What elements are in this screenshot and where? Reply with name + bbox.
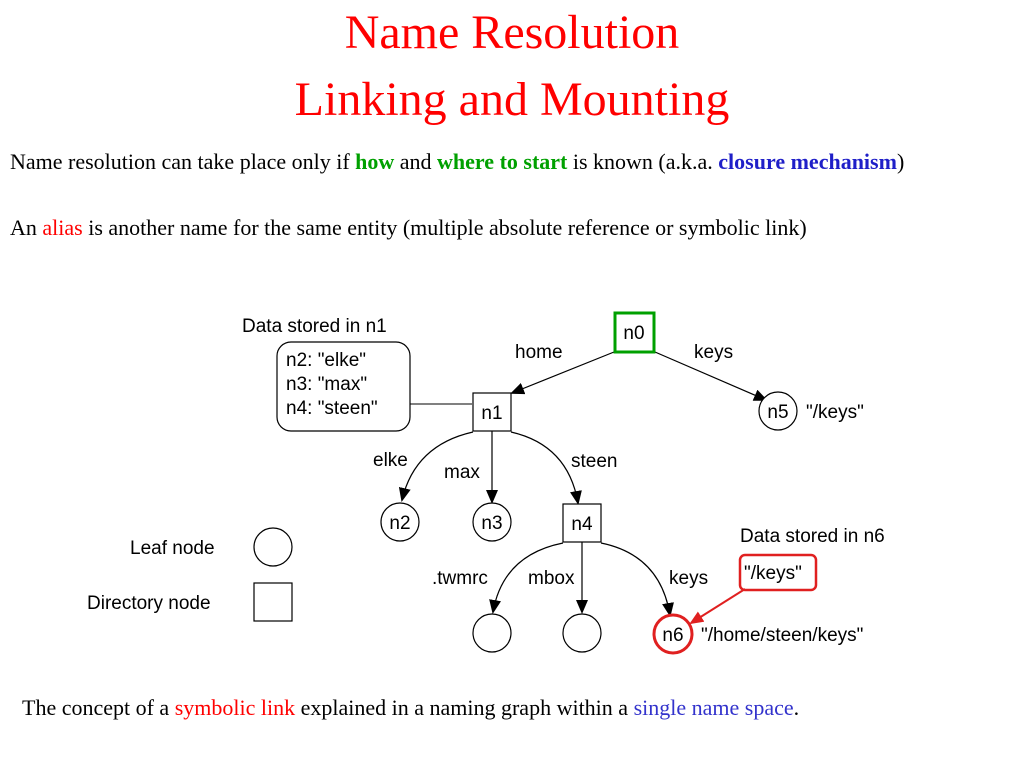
n1-data-title: Data stored in n1 (242, 316, 387, 337)
n1-data-line-3: n4: "steen" (286, 398, 378, 419)
p1-text-4: ) (896, 149, 905, 174)
keyword-single-name-space: single name space (633, 695, 794, 720)
symlink-arrow (689, 588, 746, 625)
p1-text-3: is known (a.k.a. (567, 149, 719, 174)
label-home: home (515, 342, 563, 363)
label-twmrc: .twmrc (432, 568, 488, 589)
node-n0-label: n0 (623, 323, 644, 344)
caption-text-2: explained in a naming graph within a (295, 695, 634, 720)
label-elke: elke (373, 450, 408, 471)
label-keys-bottom: keys (669, 568, 708, 589)
p2-text-2: is another name for the same entity (mul… (82, 215, 807, 240)
edge-keys-bottom (600, 542, 674, 617)
label-keys-top: keys (694, 342, 733, 363)
legend-directory-label: Directory node (87, 593, 211, 614)
legend-directory-box (253, 582, 293, 622)
label-mbox: mbox (528, 568, 575, 589)
keyword-how: how (355, 149, 395, 174)
label-steen: steen (571, 451, 617, 472)
edge-keys-top (654, 351, 768, 401)
n6-data-title: Data stored in n6 (740, 526, 885, 547)
legend-leaf-label: Leaf node (130, 538, 215, 559)
node-n4-label: n4 (571, 514, 593, 535)
paragraph-alias: An alias is another name for the same en… (10, 212, 1020, 244)
node-n5-circle (758, 391, 798, 431)
edge-twmrc (489, 542, 564, 614)
node-n1-box (472, 392, 512, 432)
keyword-symbolic-link: symbolic link (174, 695, 296, 720)
node-n2-circle (380, 502, 420, 542)
keyword-closure-mechanism: closure mechanism (718, 149, 897, 174)
node-n3-circle (472, 502, 512, 542)
title-line-1: Name Resolution (344, 6, 680, 59)
legend-leaf-circle (253, 527, 293, 567)
edge-elke (398, 431, 474, 502)
node-twmrc-circle (472, 613, 512, 653)
node-n5-label: n5 (767, 402, 788, 423)
n6-data-box (738, 553, 818, 592)
keyword-where-to-start: where to start (437, 149, 568, 174)
edge-steen (510, 431, 582, 505)
n1-data-line-1: n2: "elke" (286, 350, 366, 371)
label-max: max (444, 462, 480, 483)
n6-data-value: "/keys" (744, 563, 802, 584)
caption-text-3: . (793, 695, 800, 720)
node-n2-label: n2 (389, 513, 410, 534)
p1-text-2: and (394, 149, 438, 174)
caption: The concept of a symbolic link explained… (22, 692, 1022, 724)
n5-path: "/keys" (806, 402, 864, 423)
node-n0-box (613, 311, 656, 354)
edge-home (510, 351, 615, 395)
keyword-alias: alias (42, 215, 83, 240)
n1-data-line-2: n3: "max" (286, 374, 367, 395)
caption-text-1: The concept of a (22, 695, 175, 720)
node-n1-label: n1 (481, 403, 502, 424)
node-n3-label: n3 (481, 513, 502, 534)
paragraph-closure: Name resolution can take place only if h… (10, 146, 1020, 178)
p1-text-1: Name resolution can take place only if (10, 149, 356, 174)
n6-path: "/home/steen/keys" (701, 625, 863, 646)
p2-text-1: An (10, 215, 43, 240)
node-n6-label: n6 (662, 625, 683, 646)
node-mbox-circle (562, 613, 602, 653)
node-n6-circle (652, 613, 694, 655)
n1-data-box (276, 341, 411, 432)
title-line-2: Linking and Mounting (294, 73, 730, 126)
